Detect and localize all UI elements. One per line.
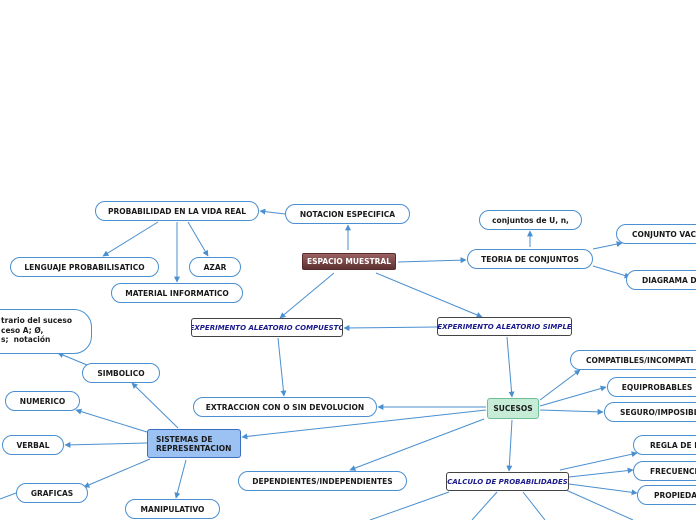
node-experimento-simple[interactable]: EXPERIMENTO ALEATORIO SIMPLE xyxy=(437,317,572,336)
node-sucesos[interactable]: SUCESOS xyxy=(487,398,539,419)
node-azar[interactable]: AZAR xyxy=(189,257,241,277)
edge-sucesos-sistemas xyxy=(241,409,487,440)
node-propiedades[interactable]: PROPIEDA xyxy=(637,485,696,505)
node-regla[interactable]: REGLA DE L xyxy=(633,435,696,455)
edge-notacion-probabilidad xyxy=(259,208,286,215)
edge-sucesos-compatibles xyxy=(539,369,581,401)
edge-calculo-propiedades xyxy=(568,483,638,496)
node-notacion-especifica[interactable]: NOTACION ESPECIFICA xyxy=(285,204,410,224)
node-material-informatico[interactable]: MATERIAL INFORMATICO xyxy=(111,283,243,303)
node-probabilidad-vida-real[interactable]: PROBABILIDAD EN LA VIDA REAL xyxy=(95,201,259,221)
node-simbolico[interactable]: SIMBOLICO xyxy=(82,363,160,383)
node-extraccion[interactable]: EXTRACCION CON O SIN DEVOLUCION xyxy=(193,397,377,417)
node-conjunto-vacio[interactable]: CONJUNTO VACI xyxy=(616,224,696,244)
node-dependientes[interactable]: DEPENDIENTES/INDEPENDIENTES xyxy=(238,471,407,491)
edge-espacio-compuesto xyxy=(279,272,335,319)
edge-espacio-simple xyxy=(375,272,483,318)
node-graficas[interactable]: GRAFICAS xyxy=(16,483,88,503)
node-manipulativo[interactable]: MANIPULATIVO xyxy=(125,499,220,519)
edge-teoria-diagrama xyxy=(592,265,631,279)
edge-calculo-bottom-4 xyxy=(565,489,634,520)
node-diagrama[interactable]: DIAGRAMA D xyxy=(626,270,696,290)
node-espacio-muestral[interactable]: ESPACIO MUESTRAL xyxy=(302,253,396,270)
node-sistemas-representacion[interactable]: SISTEMAS DE REPRESENTACION xyxy=(147,429,241,458)
edge-sucesos-dependientes xyxy=(349,418,485,471)
node-calculo-probabilidades[interactable]: CALCULO DE PROBABILIDADES xyxy=(446,472,569,491)
edge-graficas-offscreen xyxy=(0,492,17,500)
node-conjuntos-u[interactable]: conjuntos de U, n, xyxy=(479,210,582,230)
node-teoria-conjuntos[interactable]: TEORIA DE CONJUNTOS xyxy=(467,249,593,269)
edge-probabilidad-azar xyxy=(187,221,209,257)
edge-calculo-bottom-2 xyxy=(471,491,498,520)
edge-simple-sucesos xyxy=(506,336,515,398)
node-equiprobables[interactable]: EQUIPROBABLES xyxy=(607,377,696,397)
edge-probabilidad-lenguaje xyxy=(102,221,159,257)
node-lenguaje-probabilistico[interactable]: LENGUAJE PROBABILISATICO xyxy=(10,257,159,277)
edge-espacio-teoria xyxy=(397,257,467,264)
edge-compuesto-extraccion xyxy=(277,337,287,397)
edge-sucesos-equiprobables xyxy=(539,385,607,407)
node-experimento-compuesto[interactable]: EXPERIMENTO ALEATORIO COMPUESTO xyxy=(191,318,343,337)
edge-calculo-bottom-3 xyxy=(522,491,546,520)
edge-sistemas-numerico xyxy=(75,408,148,433)
edge-teoria-vacio xyxy=(592,241,623,250)
edge-calculo-bottom-1 xyxy=(369,491,450,520)
node-compatibles[interactable]: COMPATIBLES/INCOMPATI xyxy=(570,350,696,370)
edge-sistemas-graficas xyxy=(83,458,151,488)
edge-sistemas-simbolico xyxy=(131,382,179,429)
edge-simbolico-contrario xyxy=(57,352,88,366)
edge-simple-compuesto xyxy=(343,324,438,331)
node-verbal[interactable]: VERBAL xyxy=(2,435,64,455)
edge-sistemas-manipulativo xyxy=(174,459,187,499)
node-frecuencia[interactable]: FRECUENCIA xyxy=(633,461,696,481)
edge-calculo-regla xyxy=(559,451,638,471)
edge-calculo-frecuencia xyxy=(568,467,634,478)
node-contrario-suceso[interactable]: trario del suceso ceso A; Ø, s; notación xyxy=(0,309,92,354)
node-seguro-imposible[interactable]: SEGURO/IMPOSIBL xyxy=(604,402,696,422)
edge-sucesos-seguro xyxy=(539,408,604,415)
node-numerico[interactable]: NUMERICO xyxy=(5,391,80,411)
edge-sucesos-calculo xyxy=(506,419,513,472)
edge-sistemas-verbal xyxy=(64,441,148,448)
